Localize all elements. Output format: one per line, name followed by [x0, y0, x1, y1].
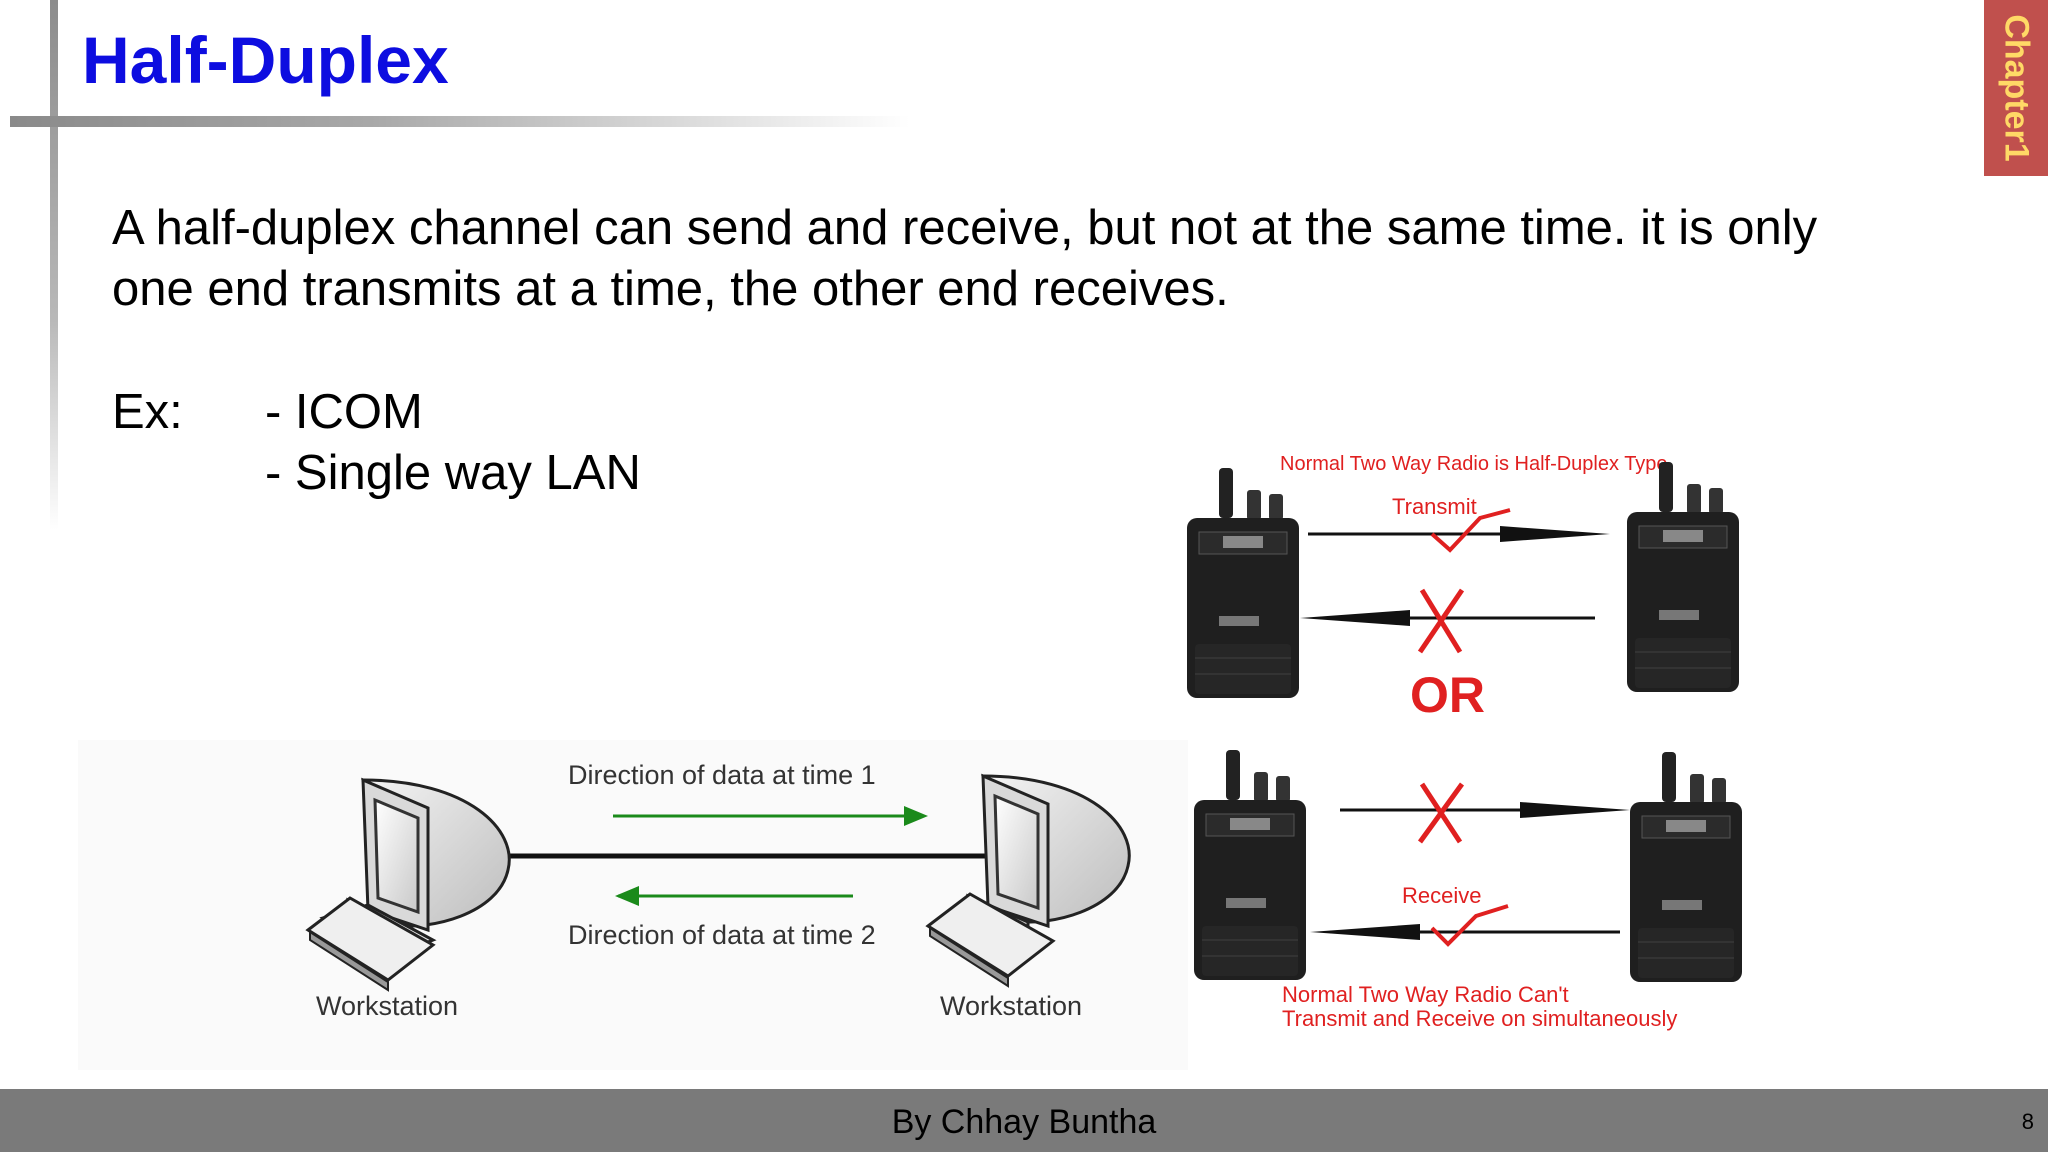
blocked-cross-top-icon [1417, 588, 1465, 654]
workstation-diagram: Direction of data at time 1 Direction of… [78, 740, 1188, 1070]
blocked-cross-bottom-icon [1417, 782, 1465, 844]
blocked-return-arrow [1300, 610, 1595, 626]
radio-bottom-caption-line1: Normal Two Way Radio Can't [1282, 982, 1569, 1007]
example-item-icom: - ICOM [265, 385, 423, 439]
slide-footer: By Chhay Buntha 8 [0, 1089, 2048, 1152]
radio-top-right-icon [1626, 461, 1740, 693]
time1-label: Direction of data at time 1 [568, 760, 876, 790]
transmit-check-icon [1430, 508, 1511, 553]
radio-top-caption: Normal Two Way Radio is Half-Duplex Type [1280, 453, 1668, 475]
blocked-send-arrow [1340, 802, 1630, 818]
left-workstation-label: Workstation [316, 991, 458, 1021]
left-accent-bar [50, 0, 58, 530]
radio-bottom-right-icon [1629, 751, 1743, 983]
transmit-arrow [1308, 526, 1610, 542]
chapter-tab: Chapter1 [1984, 0, 2048, 176]
example-item-lan: - Single way LAN [265, 446, 641, 500]
receive-check-icon [1430, 904, 1509, 947]
radio-bottom-left-icon [1193, 749, 1307, 981]
example-label: Ex: [112, 385, 183, 439]
slide-title: Half-Duplex [82, 23, 449, 97]
right-workstation-label: Workstation [940, 991, 1082, 1021]
receive-label: Receive [1402, 883, 1481, 908]
transmit-label: Transmit [1392, 494, 1477, 519]
time2-label: Direction of data at time 2 [568, 920, 876, 950]
page-number: 8 [2021, 1109, 2034, 1134]
chapter-tab-label: Chapter1 [1997, 14, 2036, 162]
receive-arrow [1310, 924, 1620, 940]
arrow-right-time1 [613, 806, 928, 826]
radio-diagram: Normal Two Way Radio is Half-Duplex Type… [1186, 453, 1743, 1031]
left-computer-icon [305, 777, 511, 992]
right-computer-icon [925, 773, 1131, 988]
arrow-left-time2 [615, 886, 853, 906]
footer-author: By Chhay Buntha [891, 1103, 1157, 1141]
or-label: OR [1410, 667, 1485, 723]
radio-top-left-icon [1186, 467, 1300, 699]
radio-bottom-caption-line2: Transmit and Receive on simultaneously [1282, 1006, 1677, 1031]
title-underline [10, 116, 910, 127]
slide-body-text: A half-duplex channel can send and recei… [112, 201, 1818, 316]
